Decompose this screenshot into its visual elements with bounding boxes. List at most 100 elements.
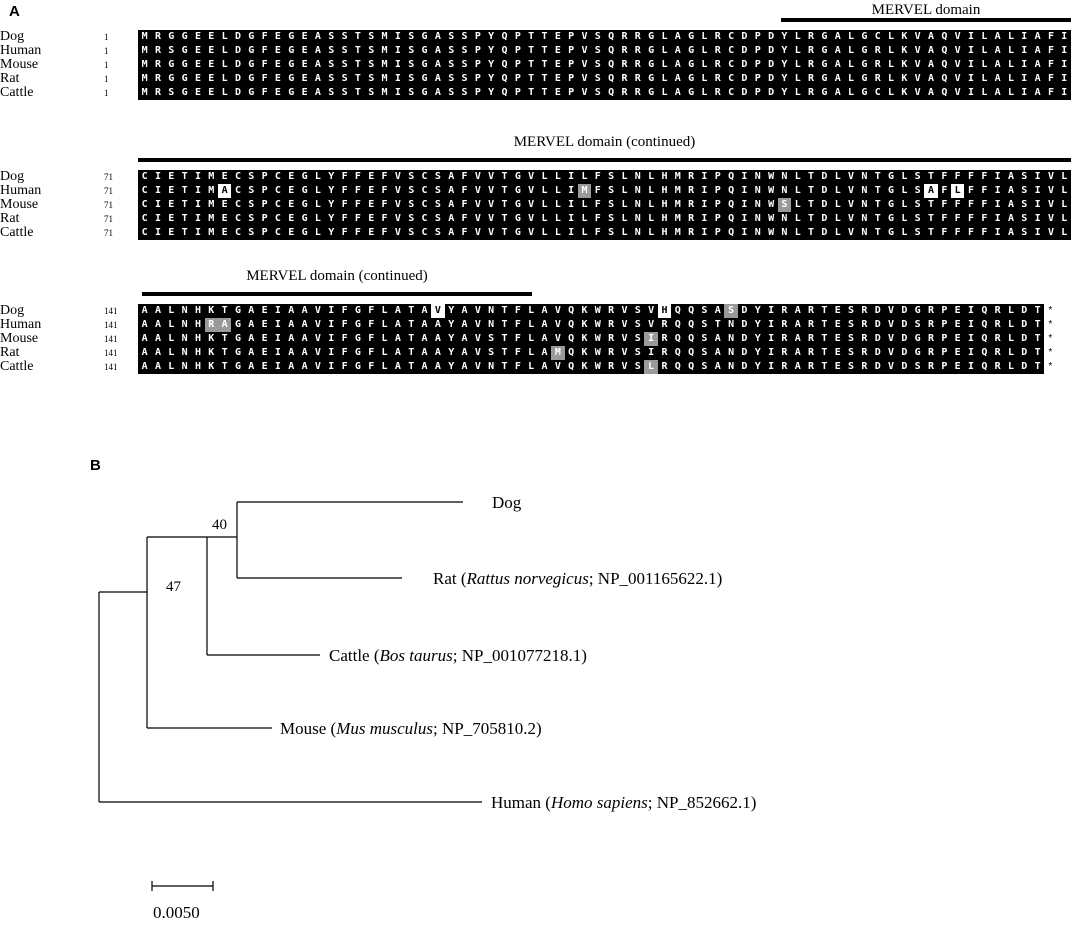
residue: A (434, 319, 441, 330)
residue: L (794, 59, 801, 70)
residue: A (421, 361, 428, 372)
residue: V (1047, 171, 1054, 182)
residue: E (221, 199, 228, 210)
residue: E (834, 347, 841, 358)
residue: I (741, 227, 748, 238)
residue: F (341, 227, 348, 238)
residue: S (408, 171, 415, 182)
residue: Q (981, 305, 988, 316)
residue: R (808, 45, 815, 56)
residue: S (608, 185, 615, 196)
residue: Q (981, 333, 988, 344)
residue: A (674, 73, 681, 84)
residue: S (461, 87, 468, 98)
residue: A (1034, 45, 1041, 56)
residue: D (874, 305, 881, 316)
residue: S (701, 319, 708, 330)
leaf-accession: ; NP_705810.2) (433, 719, 542, 738)
residue: S (408, 213, 415, 224)
residue: V (474, 333, 481, 344)
residue: F (594, 185, 601, 196)
residue: V (1047, 213, 1054, 224)
residue: P (941, 305, 948, 316)
residue: R (994, 333, 1001, 344)
leaf-label-prefix: Cattle ( (329, 646, 380, 665)
residue: T (501, 213, 508, 224)
residue: L (648, 171, 655, 182)
residue: F (981, 213, 988, 224)
residue: E (301, 45, 308, 56)
species-label: Dog (0, 169, 25, 184)
residue: I (394, 59, 401, 70)
residue: T (354, 87, 361, 98)
residue: T (808, 185, 815, 196)
residue: L (901, 185, 908, 196)
residue: N (728, 333, 735, 344)
residue: G (248, 59, 255, 70)
residue: A (541, 333, 548, 344)
residue: G (888, 227, 895, 238)
residue: V (621, 319, 628, 330)
residue: L (661, 45, 668, 56)
start-position: 71 (104, 172, 113, 182)
residue: R (874, 73, 881, 84)
residue: E (288, 185, 295, 196)
residue: A (541, 319, 548, 330)
residue: G (514, 227, 521, 238)
residue: R (861, 305, 868, 316)
residue: P (261, 227, 268, 238)
leaf-label-prefix: Human ( (491, 793, 551, 812)
residue: Q (941, 45, 948, 56)
residue: I (274, 333, 281, 344)
residue: Y (754, 319, 761, 330)
residue: V (314, 305, 321, 316)
residue: T (354, 73, 361, 84)
residue: E (261, 319, 268, 330)
residue: A (1007, 171, 1014, 182)
residue: L (794, 213, 801, 224)
residue: I (1021, 87, 1028, 98)
residue: V (888, 305, 895, 316)
residue: G (301, 227, 308, 238)
residue: L (794, 171, 801, 182)
residue: V (488, 171, 495, 182)
residue: A (154, 305, 161, 316)
residue: V (488, 199, 495, 210)
residue: R (928, 305, 935, 316)
residue: I (701, 171, 708, 182)
residue: F (954, 171, 961, 182)
residue: A (461, 347, 468, 358)
residue: T (821, 319, 828, 330)
residue: A (448, 227, 455, 238)
start-position: 1 (104, 46, 109, 56)
residue: E (261, 305, 268, 316)
residue: Q (501, 31, 508, 42)
residue: N (488, 319, 495, 330)
residue: F (461, 171, 468, 182)
residue: A (421, 347, 428, 358)
residue: E (834, 305, 841, 316)
residue: C (421, 171, 428, 182)
residue: S (168, 87, 175, 98)
residue: A (248, 361, 255, 372)
residue: T (874, 199, 881, 210)
residue: N (488, 305, 495, 316)
residue: T (221, 361, 228, 372)
residue: N (728, 361, 735, 372)
residue: S (434, 227, 441, 238)
residue: A (394, 347, 401, 358)
residue: F (381, 227, 388, 238)
residue: S (368, 87, 375, 98)
residue: W (768, 199, 775, 210)
stop-marker: * (1048, 305, 1053, 316)
residue: S (461, 45, 468, 56)
residue: Y (754, 305, 761, 316)
residue: V (888, 319, 895, 330)
residue: H (194, 361, 201, 372)
residue: G (648, 87, 655, 98)
residue: G (888, 213, 895, 224)
residue: Y (488, 31, 495, 42)
residue: V (954, 59, 961, 70)
residue: S (408, 59, 415, 70)
residue: F (981, 171, 988, 182)
